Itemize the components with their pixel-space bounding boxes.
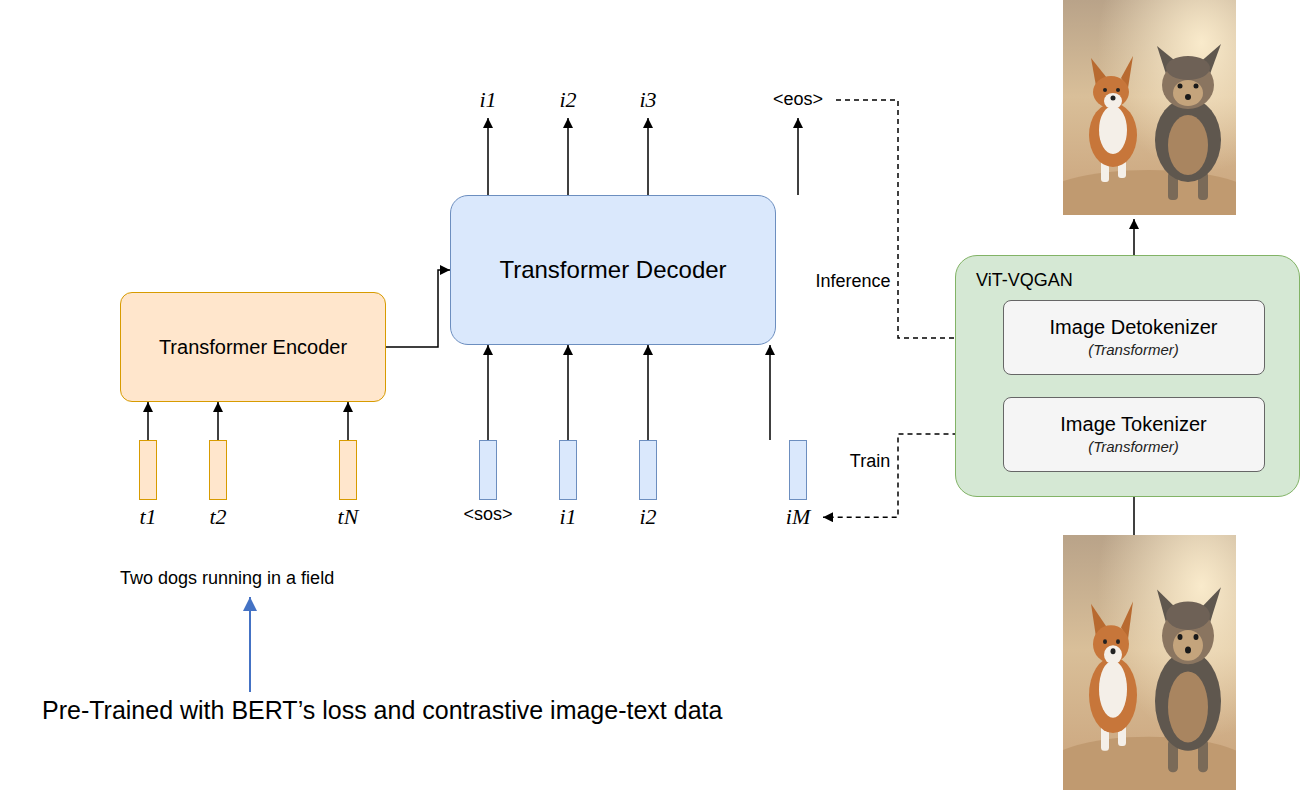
token-input: tN	[323, 440, 373, 536]
token-rect	[139, 440, 157, 500]
label-holder: Train	[847, 451, 893, 473]
label-holder: Pre-Trained with BERT’s loss and contras…	[42, 695, 722, 725]
label-holder: Inference	[812, 271, 893, 293]
encoder-box: Transformer Encoder	[120, 292, 386, 402]
connector	[386, 270, 450, 347]
output-token: i2	[559, 87, 576, 113]
token-input: t2	[193, 440, 243, 536]
token-rect	[209, 440, 227, 500]
token-label: t1	[139, 504, 156, 530]
token-label: <sos>	[463, 504, 512, 526]
token-input: i2	[623, 440, 673, 536]
token-label: t2	[209, 504, 226, 530]
token-label: i1	[559, 504, 576, 530]
box-title: Image Detokenizer	[1050, 315, 1218, 339]
box-title: Transformer Encoder	[159, 335, 347, 359]
input-image	[1039, 535, 1259, 795]
callout-note: Pre-Trained with BERT’s loss and contras…	[42, 695, 722, 725]
token-rect	[559, 440, 577, 500]
box-title: ViT-VQGAN	[976, 270, 1073, 292]
vqgan-group: ViT-VQGANImage Detokenizer(Transformer)I…	[955, 255, 1300, 497]
tokenizer-box: Image Tokenizer (Transformer)	[1003, 397, 1265, 472]
token-label: i2	[639, 504, 656, 530]
output-image	[1039, 0, 1259, 230]
output-arrows	[567, 118, 569, 195]
output-arrows	[797, 118, 799, 195]
decoder-box: Transformer Decoder	[450, 195, 776, 345]
token-rect	[479, 440, 497, 500]
output-arrows	[487, 118, 489, 195]
output-arrows	[647, 118, 649, 195]
callout-arrow	[249, 597, 251, 692]
box-subtitle: (Transformer)	[1088, 438, 1179, 456]
token-input: t1	[123, 440, 173, 536]
label-holder: Two dogs running in a field	[120, 568, 334, 590]
box-title: Image Tokenizer	[1060, 412, 1206, 436]
connector	[567, 345, 569, 440]
input-caption: Two dogs running in a field	[120, 568, 334, 590]
label-holder: i1	[479, 87, 496, 113]
edge-label: Train	[847, 451, 893, 473]
label-holder: <eos>	[773, 89, 823, 111]
token-input: iM	[773, 440, 823, 536]
connector	[347, 402, 349, 440]
label-holder: i2	[559, 87, 576, 113]
token-rect	[639, 440, 657, 500]
token-label: iM	[786, 504, 810, 530]
box-title: Transformer Decoder	[499, 256, 726, 285]
box-subtitle: (Transformer)	[1088, 341, 1179, 359]
label-holder: i3	[639, 87, 656, 113]
connector	[647, 345, 649, 440]
connector	[147, 402, 149, 440]
token-rect	[789, 440, 807, 500]
connector	[769, 345, 771, 440]
connector	[217, 402, 219, 440]
connector	[487, 345, 489, 440]
detokenizer-box: Image Detokenizer (Transformer)	[1003, 300, 1265, 375]
output-token: i1	[479, 87, 496, 113]
token-input: <sos>	[461, 440, 515, 536]
output-token: <eos>	[773, 89, 823, 111]
token-label: tN	[338, 504, 359, 530]
output-token: i3	[639, 87, 656, 113]
path-label: Inference	[812, 271, 893, 293]
token-input: i1	[543, 440, 593, 536]
token-rect	[339, 440, 357, 500]
output-arrows	[488, 118, 798, 195]
